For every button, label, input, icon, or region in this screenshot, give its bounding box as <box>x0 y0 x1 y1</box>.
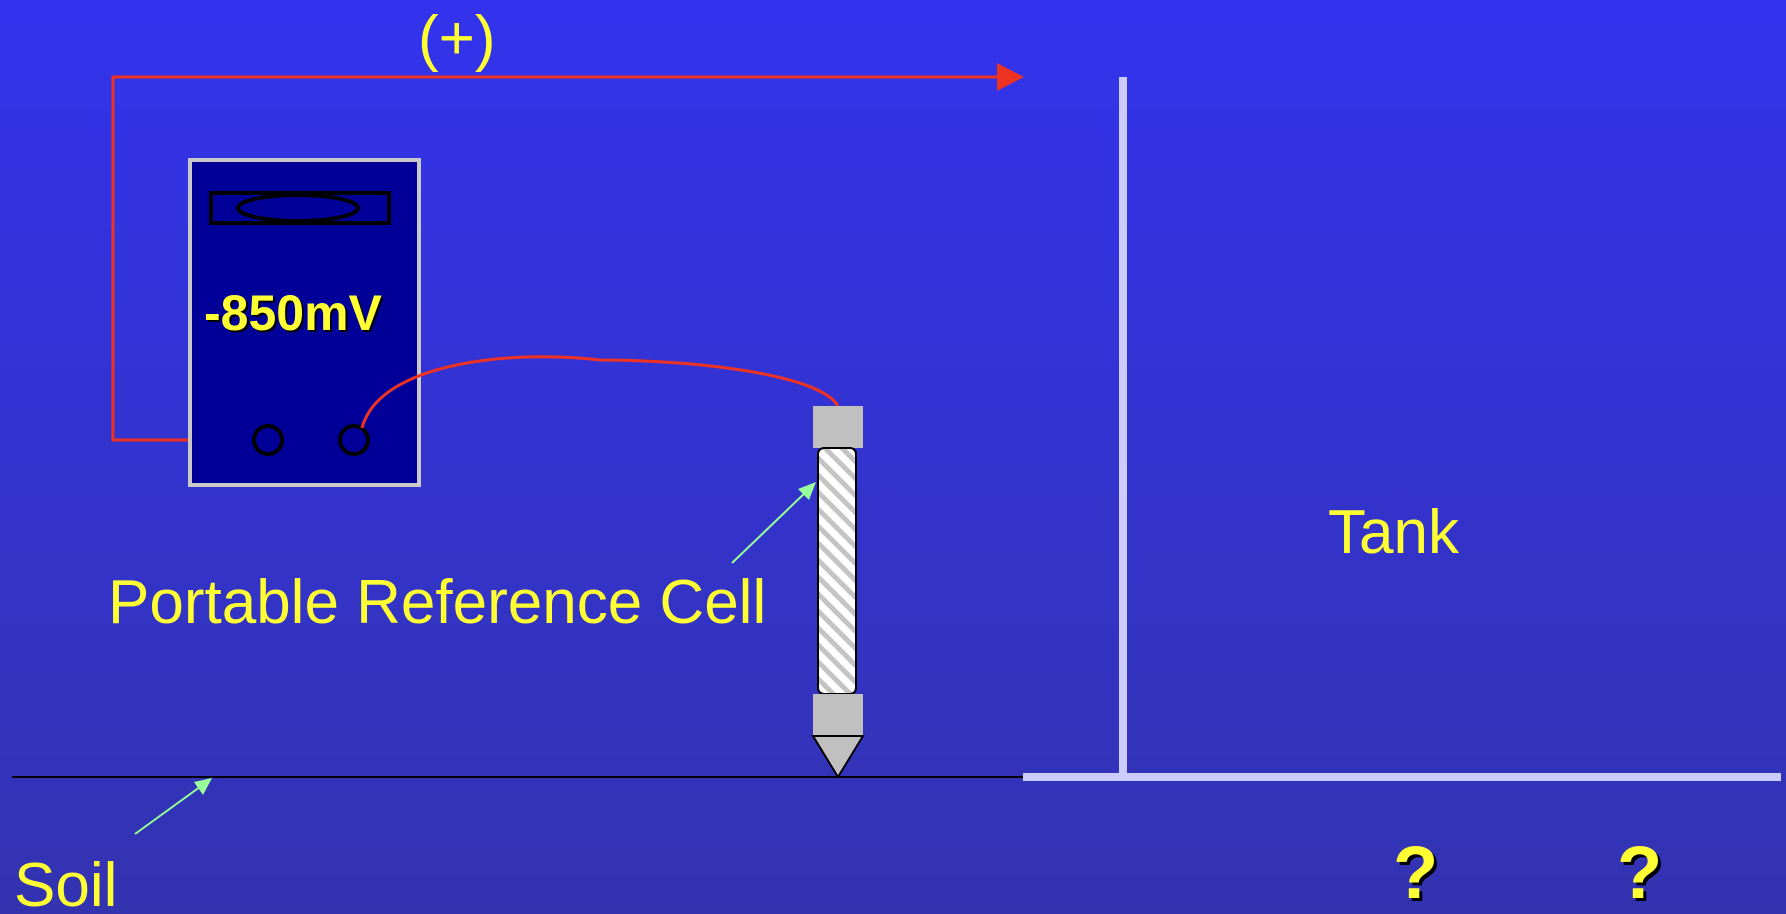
cell-pointer-line <box>731 489 809 564</box>
cell-pointer-arrowhead <box>798 482 816 500</box>
meter-display-ellipse <box>236 193 360 223</box>
soil-pointer-arrowhead <box>194 778 212 795</box>
tank-label: Tank <box>1328 498 1459 567</box>
cell-tip <box>811 735 865 779</box>
positive-lead-wire <box>111 75 1000 442</box>
soil-label: Soil <box>14 851 118 914</box>
soil-pointer-line <box>134 783 205 835</box>
terminal-circle-icon <box>252 424 284 456</box>
meter-reading: -850mV <box>204 285 382 341</box>
meter-display-window <box>209 191 391 225</box>
cell-body <box>817 447 857 695</box>
voltmeter-icon <box>188 158 421 487</box>
cell-bottom-cap <box>813 694 863 736</box>
reference-electrode-icon <box>811 406 865 779</box>
meter-body <box>188 158 421 487</box>
reference-lead-wire <box>360 355 840 429</box>
terminal-circle-icon <box>338 424 370 456</box>
positive-lead-arrowhead <box>997 63 1024 91</box>
question-mark-2: ? <box>1617 831 1663 914</box>
positive-terminal-label: (+) <box>418 4 496 73</box>
cell-top-cap <box>813 406 863 448</box>
reference-cell-label: Portable Reference Cell <box>108 568 767 637</box>
question-mark-1: ? <box>1393 831 1439 914</box>
